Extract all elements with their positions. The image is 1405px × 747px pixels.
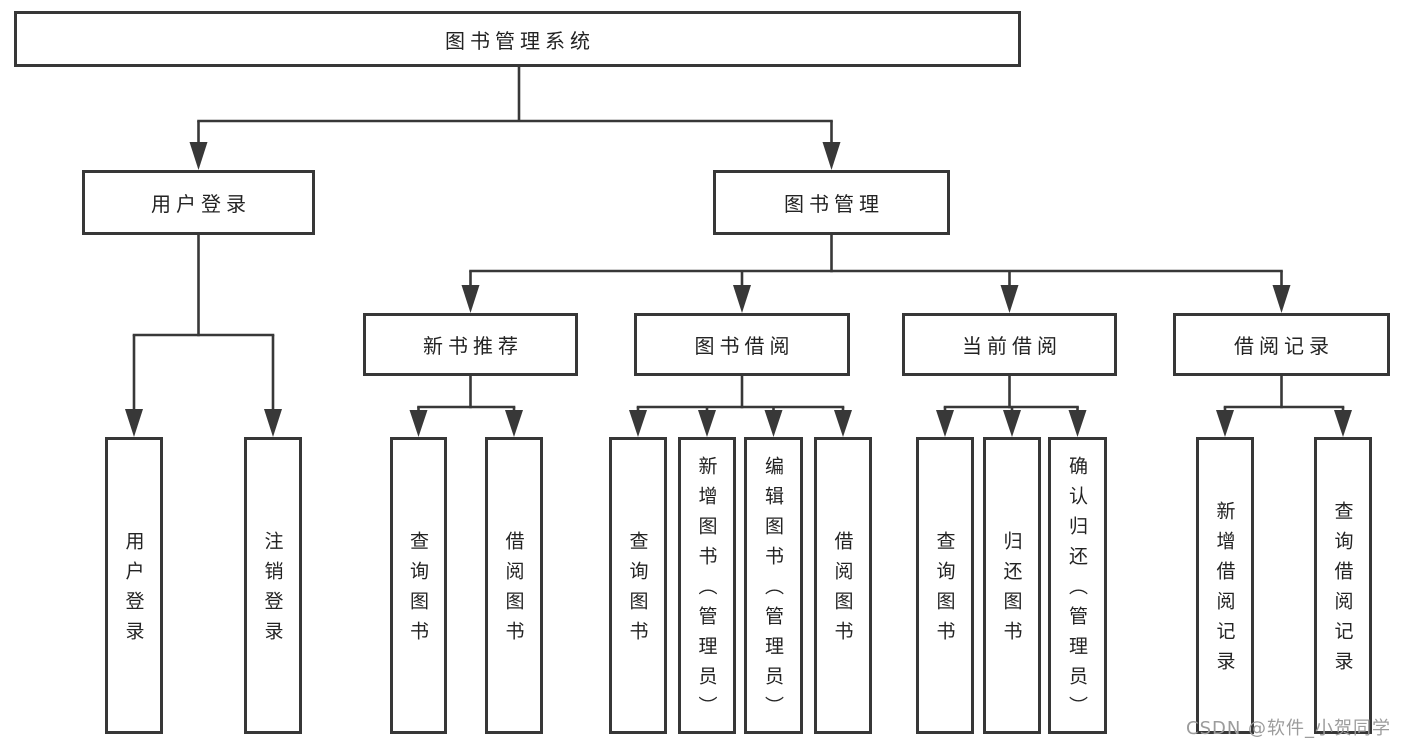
leaf-current-confirm-return-admin: 确认归还（管理员） (1048, 437, 1107, 734)
leaf-records-query-record: 查询借阅记录 (1314, 437, 1372, 734)
node-current-borrow-label: 当前借阅 (962, 334, 1062, 358)
connector-root-to-level2 (189, 67, 841, 170)
connector-new-book-recommend-children (409, 376, 523, 437)
leaf-records-add-record-label: 新增借阅记录 (1213, 501, 1236, 681)
node-user-login: 用户登录 (82, 170, 315, 235)
leaf-current-query-book: 查询图书 (916, 437, 974, 734)
node-book-borrow: 图书借阅 (634, 313, 850, 376)
connector-borrow-records-children (1216, 376, 1352, 437)
csdn-watermark: CSDN @软件_小贺同学 (1186, 718, 1392, 739)
node-root: 图书管理系统 (14, 11, 1021, 67)
node-current-borrow: 当前借阅 (902, 313, 1117, 376)
leaf-records-add-record: 新增借阅记录 (1196, 437, 1254, 734)
leaf-borrow-borrow-book: 借阅图书 (814, 437, 872, 734)
leaf-current-return-book-label: 归还图书 (1000, 531, 1023, 651)
leaf-current-confirm-return-admin-label: 确认归还（管理员） (1066, 456, 1088, 726)
leaf-borrow-query-book: 查询图书 (609, 437, 667, 734)
node-borrow-records: 借阅记录 (1173, 313, 1390, 376)
connector-current-borrow-children (936, 376, 1087, 437)
node-borrow-records-label: 借阅记录 (1234, 334, 1334, 358)
leaf-user-login: 用户登录 (105, 437, 163, 734)
leaf-recommend-borrow-book-label: 借阅图书 (502, 531, 525, 651)
connector-book-borrow-children (629, 376, 852, 437)
leaf-borrow-query-book-label: 查询图书 (626, 531, 649, 651)
node-new-book-recommend: 新书推荐 (363, 313, 578, 376)
node-new-book-recommend-label: 新书推荐 (423, 334, 523, 358)
node-book-management: 图书管理 (713, 170, 950, 235)
leaf-user-login-label: 用户登录 (122, 531, 145, 651)
leaf-current-return-book: 归还图书 (983, 437, 1041, 734)
leaf-logout-login: 注销登录 (244, 437, 302, 734)
node-book-management-label: 图书管理 (784, 192, 884, 216)
leaf-borrow-add-book-admin: 新增图书（管理员） (678, 437, 736, 734)
leaf-borrow-edit-book-admin-label: 编辑图书（管理员） (762, 456, 784, 726)
node-book-borrow-label: 图书借阅 (694, 334, 795, 358)
connector-book-management-sections (461, 235, 1291, 313)
leaf-records-query-record-label: 查询借阅记录 (1331, 501, 1354, 681)
leaf-borrow-borrow-book-label: 借阅图书 (831, 531, 854, 651)
connector-user-login-children (125, 235, 282, 437)
leaf-current-query-book-label: 查询图书 (933, 531, 956, 651)
leaf-logout-login-label: 注销登录 (261, 531, 284, 651)
leaf-borrow-edit-book-admin: 编辑图书（管理员） (744, 437, 803, 734)
node-user-login-label: 用户登录 (151, 192, 251, 216)
leaf-recommend-query-book-label: 查询图书 (407, 531, 429, 651)
leaf-recommend-borrow-book: 借阅图书 (485, 437, 543, 734)
node-root-label: 图书管理系统 (445, 28, 595, 53)
leaf-recommend-query-book: 查询图书 (390, 437, 447, 734)
leaf-borrow-add-book-admin-label: 新增图书（管理员） (695, 456, 718, 726)
